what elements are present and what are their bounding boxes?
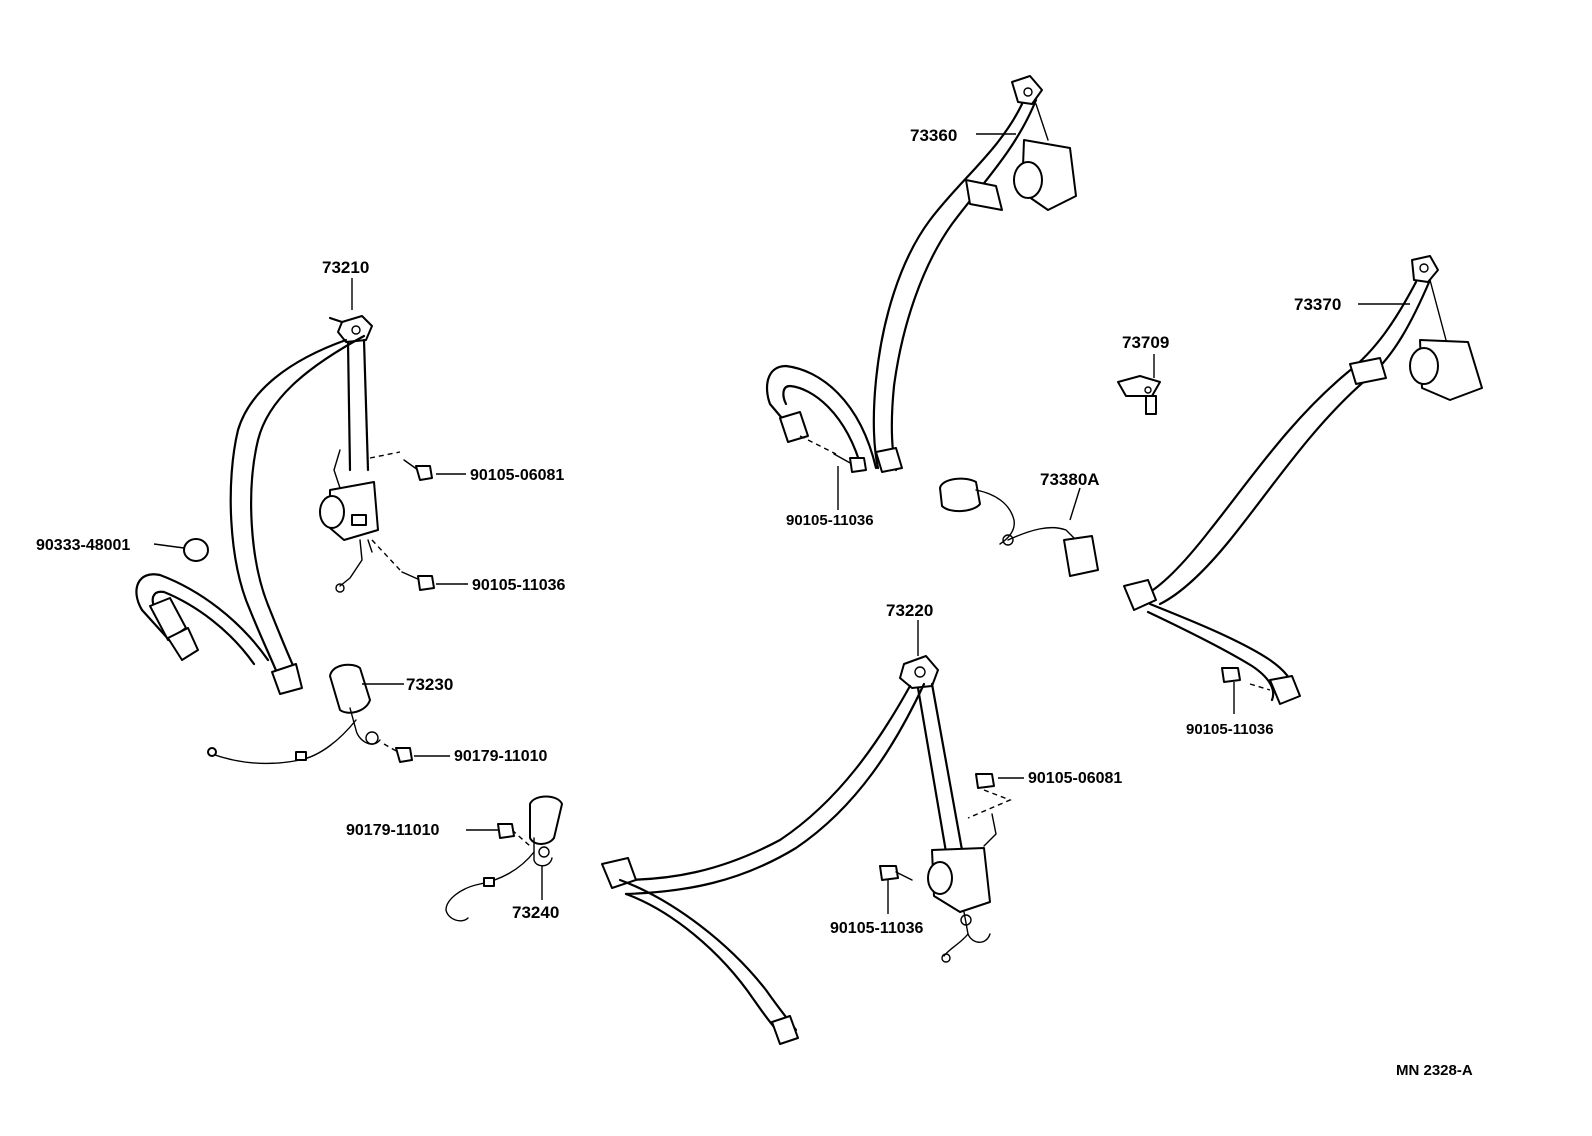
label-90105-11036-left: 90105-11036 xyxy=(472,577,566,594)
label-73370: 73370 xyxy=(1294,295,1341,314)
buckle-73240 xyxy=(445,795,563,922)
label-90179-11010-a: 90179-11010 xyxy=(454,748,548,765)
bolt-90105-06081-left xyxy=(369,451,433,481)
leader-lines xyxy=(153,133,1410,914)
label-90333-48001: 90333-48001 xyxy=(36,537,130,554)
label-73210: 73210 xyxy=(322,258,369,277)
seat-belt-assembly-73220 xyxy=(601,655,1012,1045)
buckle-73380a xyxy=(939,477,1099,577)
label-90179-11010-b: 90179-11010 xyxy=(346,822,440,839)
seat-belt-assembly-73360 xyxy=(766,75,1077,473)
label-90105-11036-right: 90105-11036 xyxy=(1186,721,1274,738)
drawing-number: MN 2328-A xyxy=(1396,1062,1473,1079)
bolt-90105-11036-left xyxy=(371,539,435,591)
label-73230: 73230 xyxy=(406,675,453,694)
buckle-73230 xyxy=(207,663,413,765)
label-73380a: 73380A xyxy=(1040,470,1100,489)
label-90105-06081-right: 90105-06081 xyxy=(1028,770,1122,787)
label-90105-06081-left: 90105-06081 xyxy=(470,467,564,484)
label-90105-11036-top: 90105-11036 xyxy=(786,512,874,529)
label-90105-11036-center: 90105-11036 xyxy=(830,920,924,937)
bracket-73709 xyxy=(1117,375,1161,415)
seat-belt-assembly-73210 xyxy=(135,315,435,695)
label-73240: 73240 xyxy=(512,903,559,922)
label-73360: 73360 xyxy=(910,126,957,145)
seat-belt-assembly-73370 xyxy=(1123,255,1483,705)
label-73709: 73709 xyxy=(1122,333,1169,352)
label-73220: 73220 xyxy=(886,601,933,620)
